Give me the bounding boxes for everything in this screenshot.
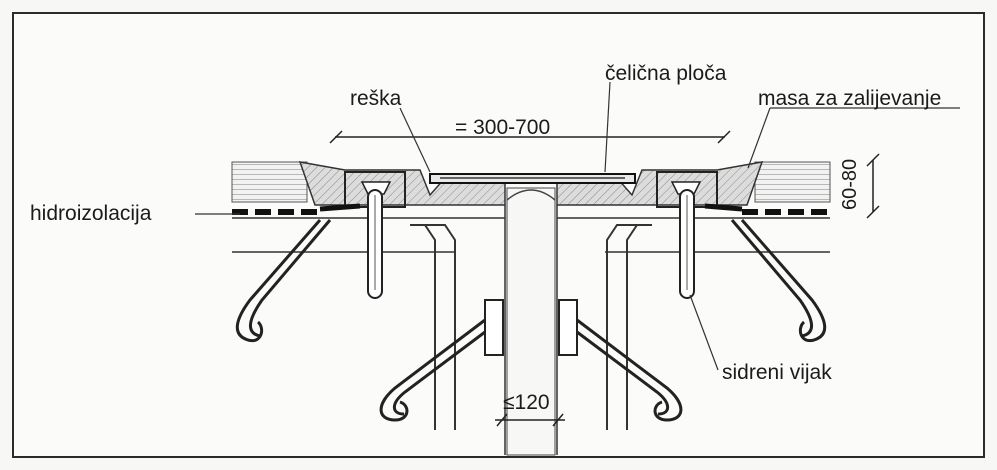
label-sidreni-vijak: sidreni vijak (722, 361, 832, 384)
rebar-stirrup-right (606, 224, 652, 430)
rebar-stirrup-left (410, 224, 456, 430)
leader-lines (195, 81, 960, 371)
drawing-frame (12, 12, 985, 458)
label-span: = 300-700 (455, 116, 551, 139)
dimension-line-thickness (866, 153, 880, 219)
joint-gap (506, 187, 556, 456)
dimension-line-span (329, 130, 731, 144)
waterproofing-membrane (232, 203, 830, 215)
anchor-bolt-left (367, 189, 383, 299)
dimension-line-gap (495, 413, 565, 427)
label-gap: ≤120 (503, 391, 550, 414)
label-hidroizolacija: hidroizolacija (30, 202, 152, 225)
pavement-left (231, 161, 308, 203)
label-celicna-ploca: čelična ploča (605, 62, 727, 85)
label-thickness: 60-80 (839, 158, 861, 210)
hook-anchor-right-inner (558, 299, 683, 422)
hook-anchor-right-outer (730, 219, 827, 343)
label-masa-za-zalijevanje: masa za zalijevanje (758, 87, 942, 110)
hook-anchor-left-outer (235, 219, 332, 343)
pavement-right (754, 161, 831, 203)
hook-anchor-left-inner (379, 299, 504, 422)
label-reska: reška (350, 87, 402, 110)
anchor-bolt-right (679, 189, 695, 299)
